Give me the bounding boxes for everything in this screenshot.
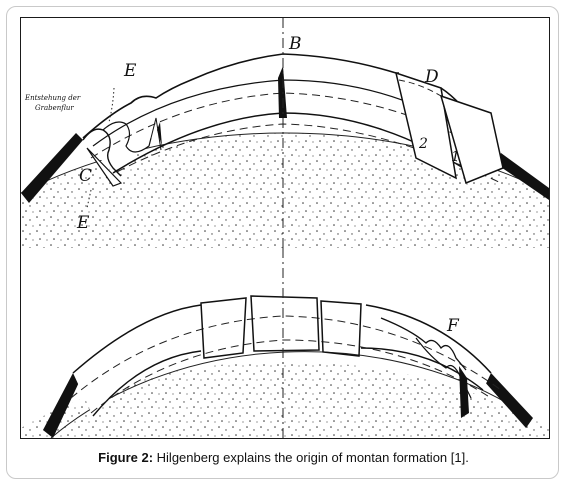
outer-surface-right-lower <box>365 304 492 374</box>
crust-base-right-lower <box>360 347 484 391</box>
black-band-left-upper <box>21 133 83 203</box>
fracture-left-upper <box>150 117 162 151</box>
fold-wave-upper <box>102 121 152 153</box>
label-d: D <box>424 67 439 87</box>
label-f: F <box>446 316 460 336</box>
block-1-upper <box>439 94 504 185</box>
upper-diagram: B E D C E 2 1 Entstehung der Grabenflur <box>21 18 549 248</box>
dashed-layer-1-lower <box>70 315 502 399</box>
caption-text: Hilgenberg explains the origin of montan… <box>153 450 469 465</box>
spike-f-lower <box>459 366 469 418</box>
crust-base-left-lower <box>92 350 202 417</box>
fold-f-lower <box>380 317 467 371</box>
label-2: 2 <box>418 136 428 152</box>
block-c-lower <box>320 300 362 357</box>
core-stipple-lower <box>21 361 549 438</box>
figure-drawing: B E D C E 2 1 Entstehung der Grabenflur <box>20 17 550 439</box>
label-e-upper: E <box>123 61 137 81</box>
label-c: C <box>79 166 92 186</box>
lower-diagram: F <box>21 248 549 438</box>
crust-slab-lower <box>73 303 491 416</box>
block-c-upper <box>86 147 123 187</box>
block-b-lower <box>250 295 320 352</box>
outer-surface-upper <box>82 53 399 139</box>
label-1: 1 <box>451 149 460 165</box>
label-b: B <box>288 34 302 54</box>
label-e-lower: E <box>76 213 90 233</box>
black-band-right-upper <box>495 153 549 200</box>
crust-slab-upper <box>83 63 495 178</box>
outer-surface-left-lower <box>72 304 202 374</box>
caption-label: Figure 2: <box>98 450 154 465</box>
black-band-left-lower <box>43 373 81 438</box>
annotation-pointer-e <box>108 87 115 123</box>
core-stipple-upper <box>21 133 549 248</box>
annotation-line2: Grabenflur <box>35 104 74 112</box>
fold-left-upper <box>82 128 122 177</box>
annotation-pointer-e-lower <box>86 189 92 209</box>
dashed-layer-2-lower <box>90 339 492 414</box>
block-a-lower <box>200 297 247 359</box>
hilgenberg-diagram: B E D C E 2 1 Entstehung der Grabenflur <box>21 18 549 438</box>
block-d-dash-upper <box>398 79 442 97</box>
annotation-line1: Entstehung der <box>24 94 81 102</box>
figure-caption: Figure 2: Hilgenberg explains the origin… <box>0 450 567 465</box>
block-d-upper <box>394 71 457 180</box>
black-band-right-lower <box>483 373 533 428</box>
spike-small-upper <box>157 122 162 146</box>
fold-f-inner-lower <box>415 337 472 399</box>
